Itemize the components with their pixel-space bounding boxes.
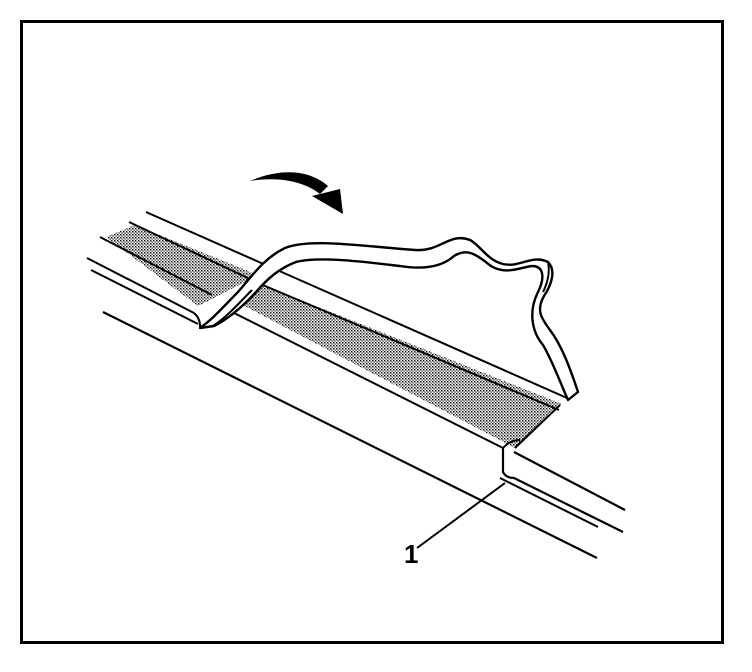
peeled-strip [198,237,580,402]
callout-leader-1 [416,482,506,549]
channel-mid-edge [257,282,560,411]
panel-lower-edge [102,311,598,559]
adhesive-left [106,225,258,306]
adhesive-center [233,283,562,448]
strip-left-section [86,211,269,327]
channel-bottom-edge [231,311,504,449]
curved-arrow-icon [250,172,343,214]
channel-top-edge [267,265,568,399]
callout-label-1: 1 [404,539,418,569]
strip-right-section [499,404,626,533]
